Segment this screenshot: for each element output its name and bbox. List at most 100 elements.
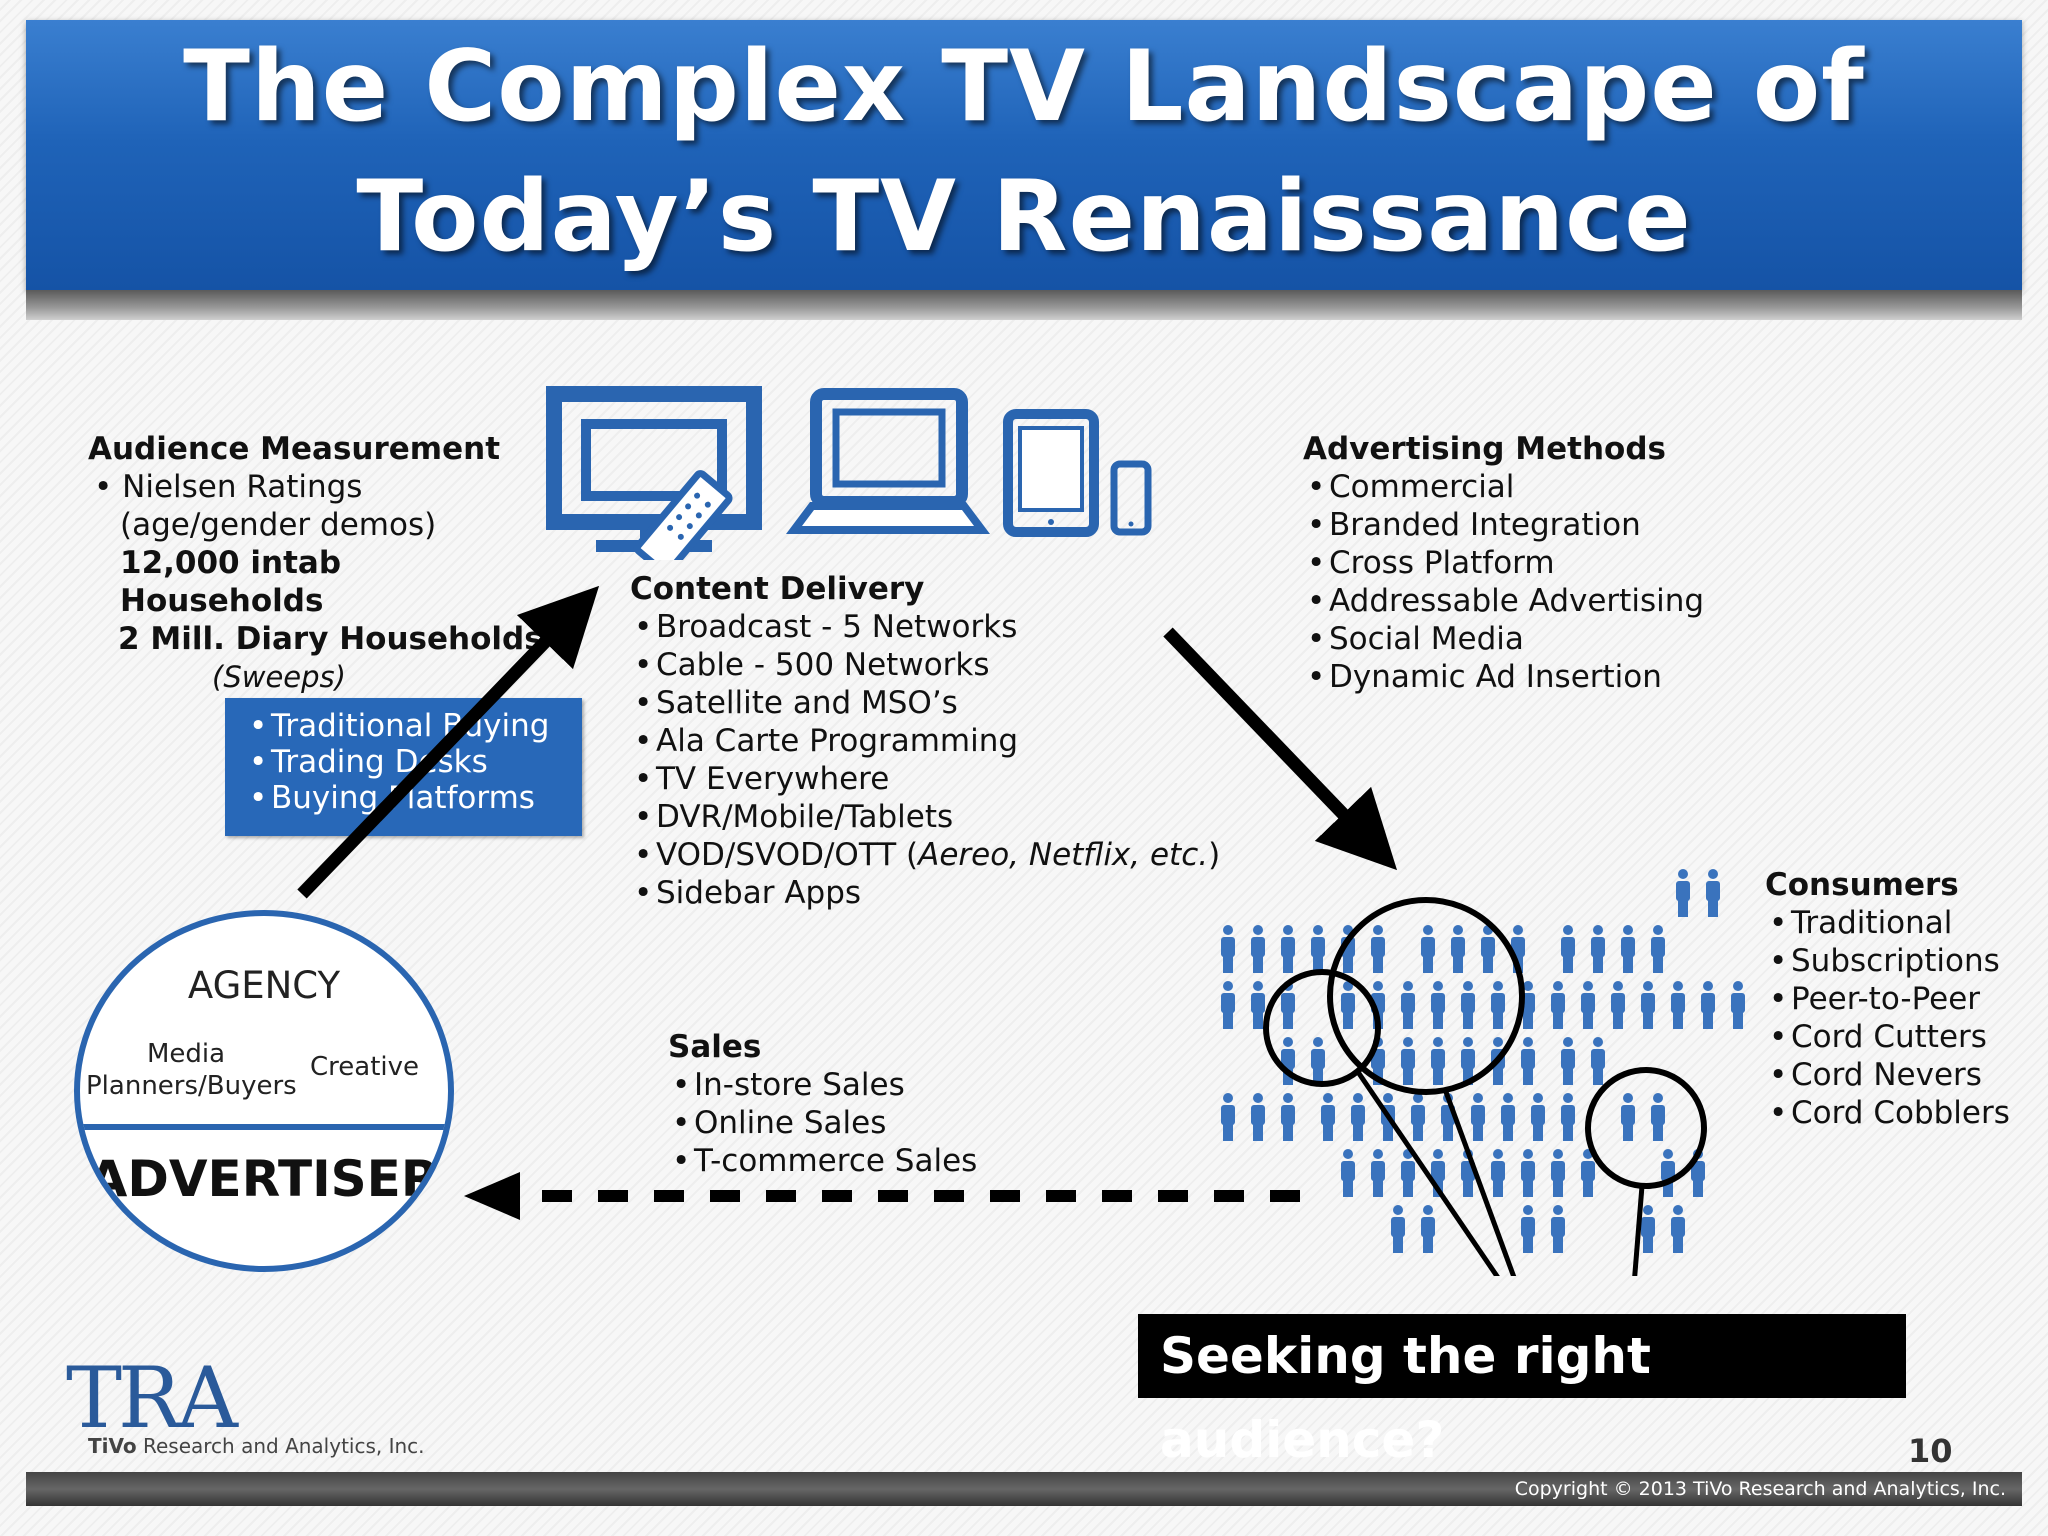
person-icon (1621, 1093, 1635, 1141)
person-icon (1581, 1149, 1595, 1197)
consumer-item: Cord Cutters (1765, 1018, 2035, 1056)
content-delivery-heading: Content Delivery (630, 571, 925, 607)
person-icon (1671, 1205, 1685, 1253)
title-banner (26, 20, 2022, 290)
person-icon (1221, 981, 1235, 1029)
person-icon (1391, 1205, 1405, 1253)
person-icon (1676, 869, 1690, 917)
content-delivery-item: TV Everywhere (630, 760, 1250, 798)
person-icon (1221, 1093, 1235, 1141)
person-icon (1671, 981, 1685, 1029)
buying-methods-box: Traditional Buying Trading Desks Buying … (225, 698, 582, 836)
consumer-crowd-illustration (1221, 869, 1745, 1276)
person-icon (1651, 925, 1665, 973)
advertising-methods-list: Commercial Branded Integration Cross Pla… (1303, 468, 1783, 696)
advertising-methods-block: Advertising Methods Commercial Branded I… (1303, 430, 1783, 696)
content-delivery-item-vod: VOD/SVOD/OTT (Aereo, Netflix, etc.) (630, 836, 1250, 874)
advertising-item: Commercial (1303, 468, 1783, 506)
person-icon (1521, 1037, 1535, 1085)
person-icon (1641, 981, 1655, 1029)
magnifier-ring (1585, 1067, 1707, 1189)
sales-list: In-store Sales Online Sales T-commerce S… (668, 1066, 1068, 1180)
person-icon (1401, 1037, 1415, 1085)
consumers-heading: Consumers (1765, 867, 1959, 903)
page-number: 10 (1908, 1432, 1953, 1470)
person-icon (1411, 1093, 1425, 1141)
content-delivery-item: Sidebar Apps (630, 874, 1250, 912)
person-icon (1551, 981, 1565, 1029)
person-icon (1251, 925, 1265, 973)
buying-methods-list: Traditional Buying Trading Desks Buying … (245, 708, 582, 816)
person-icon (1461, 1037, 1475, 1085)
person-icon (1401, 981, 1415, 1029)
laptop-icon (786, 388, 990, 534)
person-icon (1421, 925, 1435, 973)
advertising-item: Addressable Advertising (1303, 582, 1783, 620)
circle-divider (80, 1124, 448, 1130)
person-icon (1706, 869, 1720, 917)
magnifier-handle (1443, 1091, 1517, 1276)
magnifier-handle (1632, 1185, 1645, 1276)
person-icon (1551, 1149, 1565, 1197)
audience-sweeps: (Sweeps) (212, 660, 346, 694)
person-icon (1491, 981, 1505, 1029)
person-icon (1501, 1093, 1515, 1141)
arrow-to-consumers (1163, 627, 1398, 871)
person-icon (1311, 925, 1325, 973)
page-title-line-2: Today’s TV Renaissance (356, 160, 1692, 274)
person-icon (1251, 1093, 1265, 1141)
sales-item: T-commerce Sales (668, 1142, 1068, 1180)
content-delivery-item: DVR/Mobile/Tablets (630, 798, 1250, 836)
person-icon (1561, 1093, 1575, 1141)
copyright-text: Copyright © 2013 TiVo Research and Analy… (1514, 1478, 2006, 1500)
person-icon (1661, 1149, 1675, 1197)
person-icon (1451, 925, 1465, 973)
person-icon (1351, 1093, 1365, 1141)
person-icon (1561, 1037, 1575, 1085)
consumer-item: Cord Nevers (1765, 1056, 2035, 1094)
person-icon (1281, 1093, 1295, 1141)
person-icon (1421, 1205, 1435, 1253)
person-icon (1251, 981, 1265, 1029)
content-delivery-item: Cable - 500 Networks (630, 646, 1250, 684)
person-icon (1401, 1149, 1415, 1197)
tra-company-name: TiVo Research and Analytics, Inc. (88, 1434, 425, 1458)
content-delivery-block: Content Delivery Broadcast - 5 Networks … (630, 570, 1250, 912)
page-title-line-1: The Complex TV Landscape of (183, 30, 1865, 144)
seeking-audience-callout: Seeking the right audience? (1138, 1314, 1906, 1469)
audience-measurement-heading: Audience Measurement (88, 431, 501, 467)
audience-demos: (age/gender demos) (120, 507, 437, 543)
audience-bullet-nielsen: • Nielsen Ratings (94, 469, 363, 505)
consumer-item: Subscriptions (1765, 942, 2035, 980)
person-icon (1651, 1093, 1665, 1141)
consumer-item: Peer-to-Peer (1765, 980, 2035, 1018)
audience-diary-households: 2 Mill. Diary Households (118, 621, 543, 657)
person-icon (1521, 1149, 1535, 1197)
tra-logo: TRA (66, 1349, 238, 1447)
person-icon (1431, 981, 1445, 1029)
person-icon (1481, 925, 1495, 973)
person-icon (1311, 1037, 1325, 1085)
magnifier-handle (1355, 1070, 1500, 1276)
person-icon (1531, 1093, 1545, 1141)
advertising-item: Branded Integration (1303, 506, 1783, 544)
content-delivery-item: Broadcast - 5 Networks (630, 608, 1250, 646)
consumers-list: Traditional Subscriptions Peer-to-Peer C… (1765, 904, 2035, 1132)
smartphone-icon (1110, 460, 1152, 536)
consumer-item: Cord Cobblers (1765, 1094, 2035, 1132)
buying-item: Traditional Buying (245, 708, 582, 744)
person-icon (1611, 981, 1625, 1029)
tablet-icon (1003, 409, 1099, 537)
remote-control-icon (633, 470, 733, 560)
content-delivery-list: Broadcast - 5 Networks Cable - 500 Netwo… (630, 608, 1250, 912)
advertising-item: Dynamic Ad Insertion (1303, 658, 1783, 696)
person-icon (1461, 981, 1475, 1029)
person-icon (1341, 981, 1355, 1029)
audience-measurement-block: Audience Measurement • Nielsen Ratings (… (88, 430, 548, 696)
title-banner-shadow (26, 290, 2022, 320)
agency-label: AGENCY (187, 964, 341, 1007)
person-icon (1521, 1205, 1535, 1253)
person-icon (1371, 925, 1385, 973)
sales-arrowhead (464, 1172, 520, 1220)
